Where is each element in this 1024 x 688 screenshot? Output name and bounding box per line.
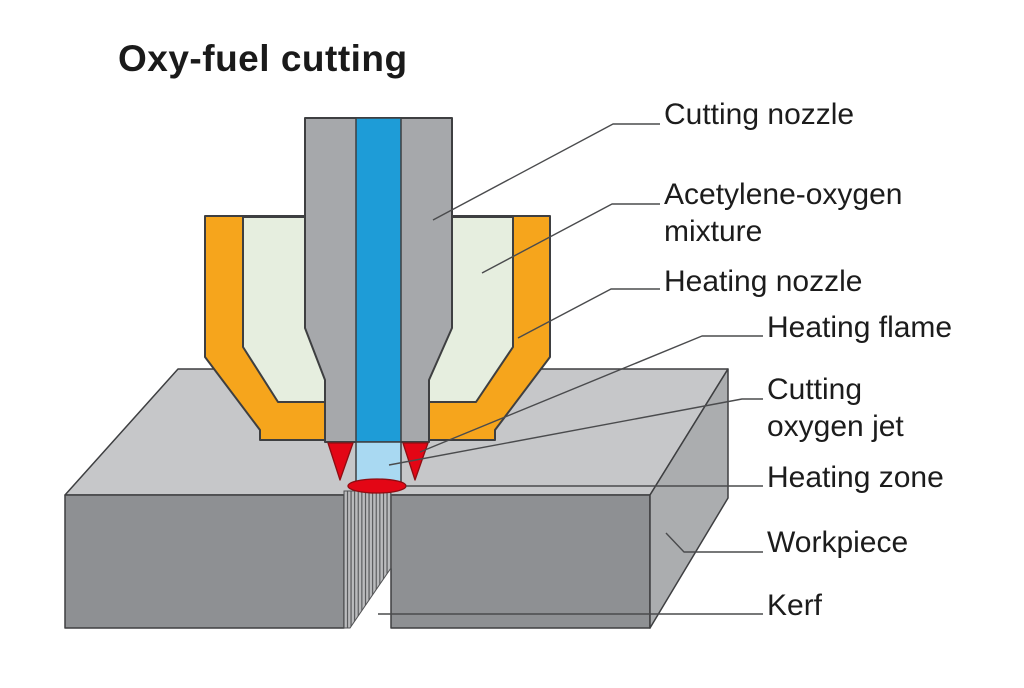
label-cutting-oxygen-jet: Cutting oxygen jet <box>767 373 904 443</box>
workpiece-front-face-right <box>390 494 651 629</box>
leader-cutting-oxygen-jet <box>388 398 763 466</box>
kerf-wall-hatched <box>343 490 392 629</box>
leader-workpiece <box>665 532 763 553</box>
label-workpiece: Workpiece <box>767 526 909 559</box>
workpiece-front-face-left <box>64 494 345 629</box>
leader-cutting-nozzle <box>432 123 660 221</box>
leader-heating-flame <box>419 335 763 453</box>
leader-acetylene-oxygen-mixture <box>481 203 660 274</box>
heating-zone-ellipse <box>347 478 407 494</box>
label-heating-flame: Heating flame <box>767 311 953 344</box>
oxygen-channel <box>355 117 402 443</box>
heating-flame-left <box>327 442 354 481</box>
label-kerf: Kerf <box>767 589 823 622</box>
label-cutting-nozzle: Cutting nozzle <box>664 98 855 131</box>
label-acetylene-oxygen-mixture: Acetylene-oxygen mixture <box>664 178 903 248</box>
page-title: Oxy-fuel cutting <box>118 38 408 79</box>
workpiece-right-face <box>649 368 729 629</box>
label-heating-nozzle: Heating nozzle <box>664 265 863 298</box>
label-heating-zone: Heating zone <box>767 461 944 494</box>
leader-heating-nozzle <box>517 288 660 339</box>
cutting-oxygen-jet <box>355 441 402 485</box>
